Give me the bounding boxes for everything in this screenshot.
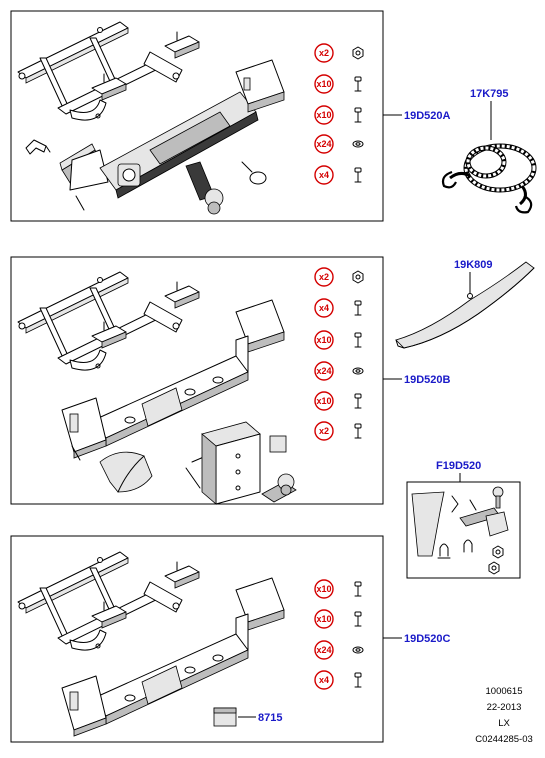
receiver-drawing <box>201 421 261 505</box>
qty-badge <box>314 579 334 599</box>
plug-drawing <box>213 707 237 727</box>
part-number-label[interactable]: 8715 <box>258 712 282 724</box>
bumper-trim-part: 19K809 <box>395 259 535 349</box>
kit-F19D520: F19D520 <box>406 460 521 579</box>
clip-drawing <box>25 139 51 155</box>
nut-icon <box>352 270 364 284</box>
hardware-row: x24 <box>314 361 364 381</box>
qty-badge <box>314 298 334 318</box>
reference-line: 1000615 <box>486 686 523 697</box>
hardware-row: x10 <box>314 74 362 94</box>
nut-icon <box>352 46 364 60</box>
qty-text: x10 <box>316 396 331 406</box>
hardware-column: x2 x10 x10 x24 x4 <box>314 43 364 185</box>
qty-text: x10 <box>316 79 331 89</box>
qty-text: x2 <box>319 48 329 58</box>
qty-badge <box>314 267 334 287</box>
hardware-row: x2 <box>314 267 364 287</box>
qty-badge <box>314 105 334 125</box>
tow-rope-part: 17K795 <box>441 88 537 214</box>
drawing-reference-block: 1000615 22-2013 LX C0244285-03 <box>475 686 533 745</box>
qty-badge <box>314 74 334 94</box>
qty-badge <box>314 640 334 660</box>
panel-19D520B: x2 x4 x10 x24 x10 <box>10 256 451 505</box>
panel-19D520A: x2 x10 x10 x24 x4 <box>10 10 451 222</box>
hardware-row: x10 <box>314 330 362 350</box>
hardware-column: x2 x4 x10 x24 x10 <box>314 267 364 441</box>
washer-icon <box>352 646 364 654</box>
qty-text: x24 <box>316 645 331 655</box>
reference-line: LX <box>498 718 510 729</box>
qty-badge <box>314 134 334 154</box>
qty-text: x2 <box>319 426 329 436</box>
qty-badge <box>314 43 334 63</box>
washer-icon <box>352 140 364 148</box>
part-number-label[interactable]: 17K795 <box>470 88 509 100</box>
towbar-beam-drawing <box>59 59 285 215</box>
towbar-beam-drawing <box>61 577 285 737</box>
qty-text: x4 <box>319 170 329 180</box>
hardware-row: x10 <box>314 391 362 411</box>
qty-badge <box>314 361 334 381</box>
reference-line: C0244285-03 <box>475 734 533 745</box>
part-number-label[interactable]: 19D520B <box>404 374 451 386</box>
qty-badge <box>314 165 334 185</box>
qty-badge <box>314 609 334 629</box>
qty-text: x4 <box>319 303 329 313</box>
hardware-row: x10 <box>314 105 362 125</box>
hardware-row: x4 <box>314 670 362 690</box>
qty-text: x24 <box>316 366 331 376</box>
qty-badge <box>314 421 334 441</box>
hardware-column: x10 x10 x24 x4 <box>314 579 364 690</box>
qty-text: x24 <box>316 139 331 149</box>
qty-badge <box>314 670 334 690</box>
towbar-beam-drawing <box>61 299 285 461</box>
bumper-cap-drawing <box>99 451 153 493</box>
hardware-row: x10 <box>314 609 362 629</box>
tow-ball-drawing <box>261 473 297 503</box>
hardware-row: x2 <box>314 421 362 441</box>
towing-eye-drawing <box>241 161 267 185</box>
part-number-label[interactable]: F19D520 <box>436 460 481 472</box>
hardware-row: x4 <box>314 165 362 185</box>
hardware-row: x24 <box>314 134 364 154</box>
kit-contents-drawing <box>411 486 509 575</box>
part-number-label[interactable]: 19D520C <box>404 633 451 645</box>
qty-badge <box>314 391 334 411</box>
reference-line: 22-2013 <box>487 702 522 713</box>
qty-text: x4 <box>319 675 329 685</box>
hardware-row: x4 <box>314 298 362 318</box>
hardware-row: x2 <box>314 43 364 63</box>
qty-text: x10 <box>316 614 331 624</box>
hardware-row: x10 <box>314 579 362 599</box>
qty-text: x2 <box>319 272 329 282</box>
washer-icon <box>352 367 364 375</box>
bumper-trim-drawing <box>395 261 535 349</box>
qty-text: x10 <box>316 584 331 594</box>
hardware-row: x24 <box>314 640 364 660</box>
panel-19D520C: 8715 x10 x10 x24 x4 <box>10 535 451 743</box>
qty-badge <box>314 330 334 350</box>
part-number-label[interactable]: 19K809 <box>454 259 493 271</box>
plug-drawing <box>269 435 287 453</box>
part-number-label[interactable]: 19D520A <box>404 110 451 122</box>
qty-text: x10 <box>316 110 331 120</box>
tow-rope-drawing <box>441 143 537 214</box>
qty-text: x10 <box>316 335 331 345</box>
